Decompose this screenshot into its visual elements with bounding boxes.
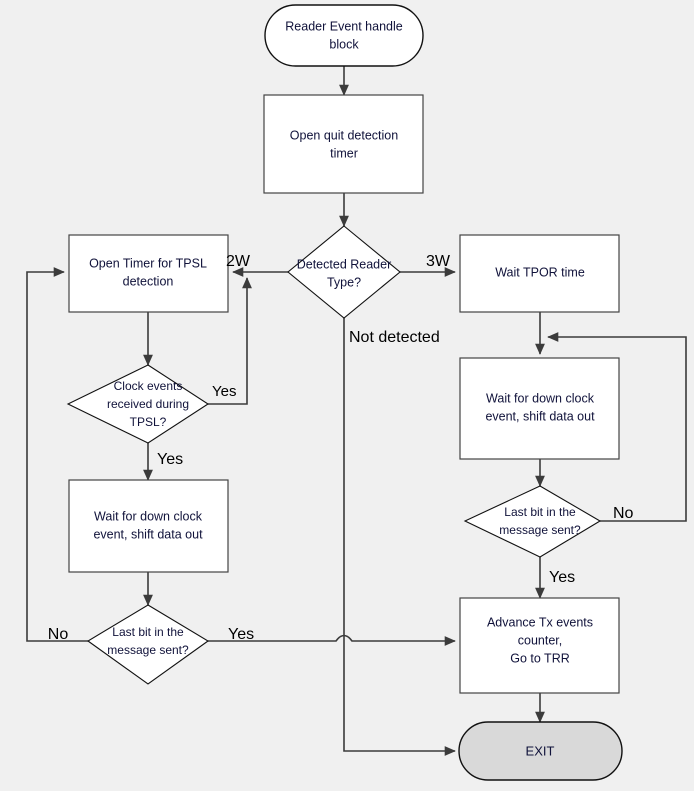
edge-last-bit-left-yes-to-advance-tx <box>208 634 456 646</box>
node-clock-events-line3: TPSL? <box>130 415 167 429</box>
node-start-line2: block <box>329 37 359 51</box>
edge-last-bit-right-no-loopback <box>547 332 687 522</box>
edge-last-bit-left-no-loopback <box>26 267 88 642</box>
edge-detect-not-detected-to-exit <box>343 318 456 756</box>
node-clock-events-line2: received during <box>107 397 189 411</box>
edge-label-2w: 2W <box>226 253 251 270</box>
node-open-tpsl-timer-line1: Open Timer for TPSL <box>89 256 207 270</box>
node-start-line1: Reader Event handle <box>285 19 402 33</box>
edge-clock-events-yes-loopback <box>208 277 252 405</box>
node-last-bit-right-line2: message sent? <box>499 523 581 537</box>
node-open-tpsl-timer[interactable]: Open Timer for TPSL detection <box>68 234 229 313</box>
node-open-quit-timer-line1: Open quit detection <box>290 128 398 142</box>
node-clock-events-line1: Clock events <box>114 379 183 393</box>
node-wait-down-clock-right-line2: event, shift data out <box>485 409 595 423</box>
node-wait-tpor[interactable]: Wait TPOR time <box>459 234 620 313</box>
node-last-bit-right-line1: Last bit in the <box>504 505 576 519</box>
node-detect-reader-type[interactable]: Detected Reader Type? <box>287 225 401 319</box>
node-last-bit-left[interactable]: Last bit in the message sent? <box>86 604 210 685</box>
node-wait-down-clock-left[interactable]: Wait for down clock event, shift data ou… <box>68 479 229 573</box>
edge-label-last-bit-right-no: No <box>613 505 634 522</box>
node-advance-tx-line3: Go to TRR <box>510 651 570 665</box>
node-detect-reader-type-line2: Type? <box>327 275 361 289</box>
node-wait-down-clock-left-line2: event, shift data out <box>93 527 203 541</box>
node-exit-label: EXIT <box>526 743 555 758</box>
node-wait-down-clock-left-line1: Wait for down clock <box>94 509 203 523</box>
node-detect-reader-type-line1: Detected Reader <box>297 257 392 271</box>
node-clock-events-tpsl[interactable]: Clock events received during TPSL? <box>66 364 210 444</box>
node-wait-down-clock-right-line1: Wait for down clock <box>486 391 595 405</box>
node-last-bit-left-line1: Last bit in the <box>112 625 184 639</box>
node-advance-tx[interactable]: Advance Tx events counter, Go to TRR <box>459 597 620 694</box>
node-advance-tx-line1: Advance Tx events <box>487 615 593 629</box>
node-last-bit-right[interactable]: Last bit in the message sent? <box>463 485 602 558</box>
edge-label-last-bit-right-yes: Yes <box>549 569 575 586</box>
node-open-quit-timer[interactable]: Open quit detection timer <box>263 94 424 194</box>
node-start[interactable]: Reader Event handle block <box>264 4 424 67</box>
node-last-bit-left-line2: message sent? <box>107 643 189 657</box>
node-wait-tpor-line1: Wait TPOR time <box>495 265 585 279</box>
edge-label-last-bit-left-yes: Yes <box>228 626 254 643</box>
edge-label-clock-yes-down: Yes <box>157 451 183 468</box>
node-open-quit-timer-line2: timer <box>330 146 358 160</box>
node-wait-down-clock-right[interactable]: Wait for down clock event, shift data ou… <box>459 357 620 460</box>
node-advance-tx-line2: counter, <box>518 633 562 647</box>
edge-label-last-bit-left-no: No <box>48 626 69 643</box>
edge-label-3w: 3W <box>426 253 451 270</box>
node-open-tpsl-timer-line2: detection <box>123 274 174 288</box>
edge-label-clock-yes-right: Yes <box>212 383 236 400</box>
edge-label-not-detected: Not detected <box>349 329 440 346</box>
node-exit[interactable]: EXIT <box>458 721 623 781</box>
